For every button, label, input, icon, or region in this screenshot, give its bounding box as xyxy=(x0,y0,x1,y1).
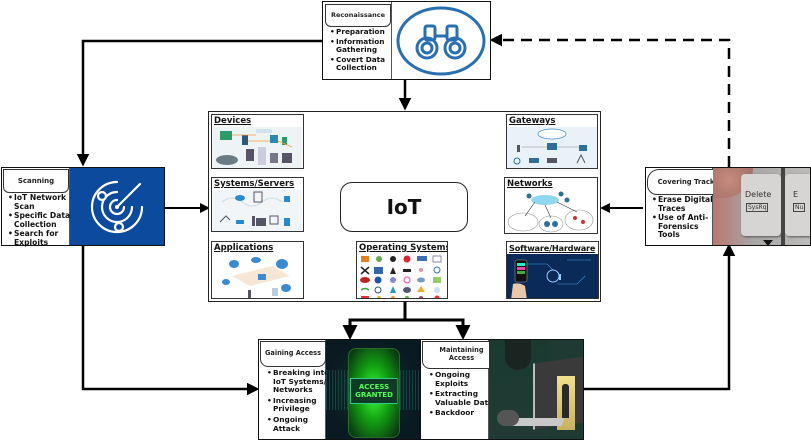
tile-applications: Applications xyxy=(211,241,304,299)
reconnaissance-list: Preparation Information Gathering Covert… xyxy=(329,27,398,74)
list-item: Backdoor xyxy=(429,409,495,418)
arrow-maintaining-to-covering xyxy=(584,243,736,391)
list-item: Specific Data Collection xyxy=(8,211,76,229)
access-granted-line1: ACCESS xyxy=(358,383,390,391)
tile-gateways: Gateways xyxy=(506,114,598,169)
covering-tracks-panel: Covering Tracks Erase Digital Traces Use… xyxy=(645,167,811,246)
list-item: Information Gathering xyxy=(330,37,398,55)
access-granted-image: ACCESS GRANTED xyxy=(326,340,419,439)
tile-networks-title: Networks xyxy=(507,179,553,189)
tile-systems-title: Systems/Servers xyxy=(214,179,295,189)
list-item: Ongoing Attack xyxy=(267,415,333,433)
tile-gateways-title: Gateways xyxy=(509,116,556,126)
key-e-label: E xyxy=(793,190,799,199)
tile-applications-title: Applications xyxy=(214,243,274,253)
list-item: Increasing Privilege xyxy=(267,396,333,414)
tile-software-hardware: Software/Hardware xyxy=(506,241,599,299)
tile-software-title: Software/Hardware xyxy=(509,243,596,253)
list-item: Extracting Valuable Data xyxy=(429,389,495,407)
key-delete-label: Delete xyxy=(745,190,772,199)
gaining-access-panel: Gaining Access Breaking into IoT Systems… xyxy=(258,339,420,440)
list-item: Breaking into IoT Systems/ Networks xyxy=(267,368,333,395)
arrow-iot-split-right xyxy=(405,318,471,340)
os-logos-grid xyxy=(357,254,447,298)
list-item: Search for Exploits xyxy=(8,229,76,247)
networks-illustration xyxy=(505,190,597,233)
list-item: Preparation xyxy=(330,27,398,37)
keyboard-image: Delete SysRq E Nu xyxy=(713,168,810,245)
tile-systems-servers: Systems/Servers xyxy=(211,177,304,232)
maintaining-access-list: Ongoing Exploits Extracting Valuable Dat… xyxy=(428,370,495,419)
reconnaissance-title: Reconaissance xyxy=(325,4,391,27)
tile-os-title: Operating Systems xyxy=(359,243,448,253)
key-nu-label: Nu xyxy=(793,203,806,212)
devices-illustration xyxy=(212,127,302,168)
list-item: Covert Data Collection xyxy=(330,55,398,73)
binoculars-icon xyxy=(396,6,486,75)
covering-tracks-list: Erase Digital Traces Use of Anti-Forensi… xyxy=(651,195,720,241)
backdoor-laptop-image xyxy=(489,340,583,439)
scanning-title: Scanning xyxy=(3,169,69,193)
scanning-panel: Scanning IoT Network Scan Specific Data … xyxy=(1,167,165,246)
list-item: Erase Digital Traces xyxy=(652,195,720,213)
systems-illustration xyxy=(212,190,302,231)
key-sysrq-label: SysRq xyxy=(746,203,769,212)
reconnaissance-panel: Reconaissance Preparation Information Ga… xyxy=(322,1,491,80)
list-item: Ongoing Exploits xyxy=(429,370,495,388)
gaining-access-list: Breaking into IoT Systems/ Networks Incr… xyxy=(266,368,333,434)
tile-devices: Devices xyxy=(211,114,304,169)
maintaining-access-title: Maintaining Access xyxy=(422,341,501,369)
scanning-list: IoT Network Scan Specific Data Collectio… xyxy=(7,193,76,248)
gaining-access-title: Gaining Access xyxy=(260,341,326,367)
software-hardware-illustration xyxy=(507,254,598,298)
arrow-iot-split xyxy=(342,302,407,340)
tile-operating-systems: Operating Systems xyxy=(356,241,448,299)
list-item: Use of Anti-Forensics Tools xyxy=(652,213,720,240)
tile-devices-title: Devices xyxy=(214,116,252,126)
radar-icon xyxy=(90,180,144,233)
iot-center-node: IoT xyxy=(340,182,468,232)
access-granted-line2: GRANTED xyxy=(355,391,393,399)
list-item: IoT Network Scan xyxy=(8,193,76,211)
applications-illustration xyxy=(212,254,302,298)
maintaining-access-panel: Maintaining Access Ongoing Exploits Extr… xyxy=(420,339,584,440)
iot-center-label: IoT xyxy=(386,195,422,219)
gateways-illustration xyxy=(507,127,597,168)
tile-networks: Networks xyxy=(504,177,598,234)
